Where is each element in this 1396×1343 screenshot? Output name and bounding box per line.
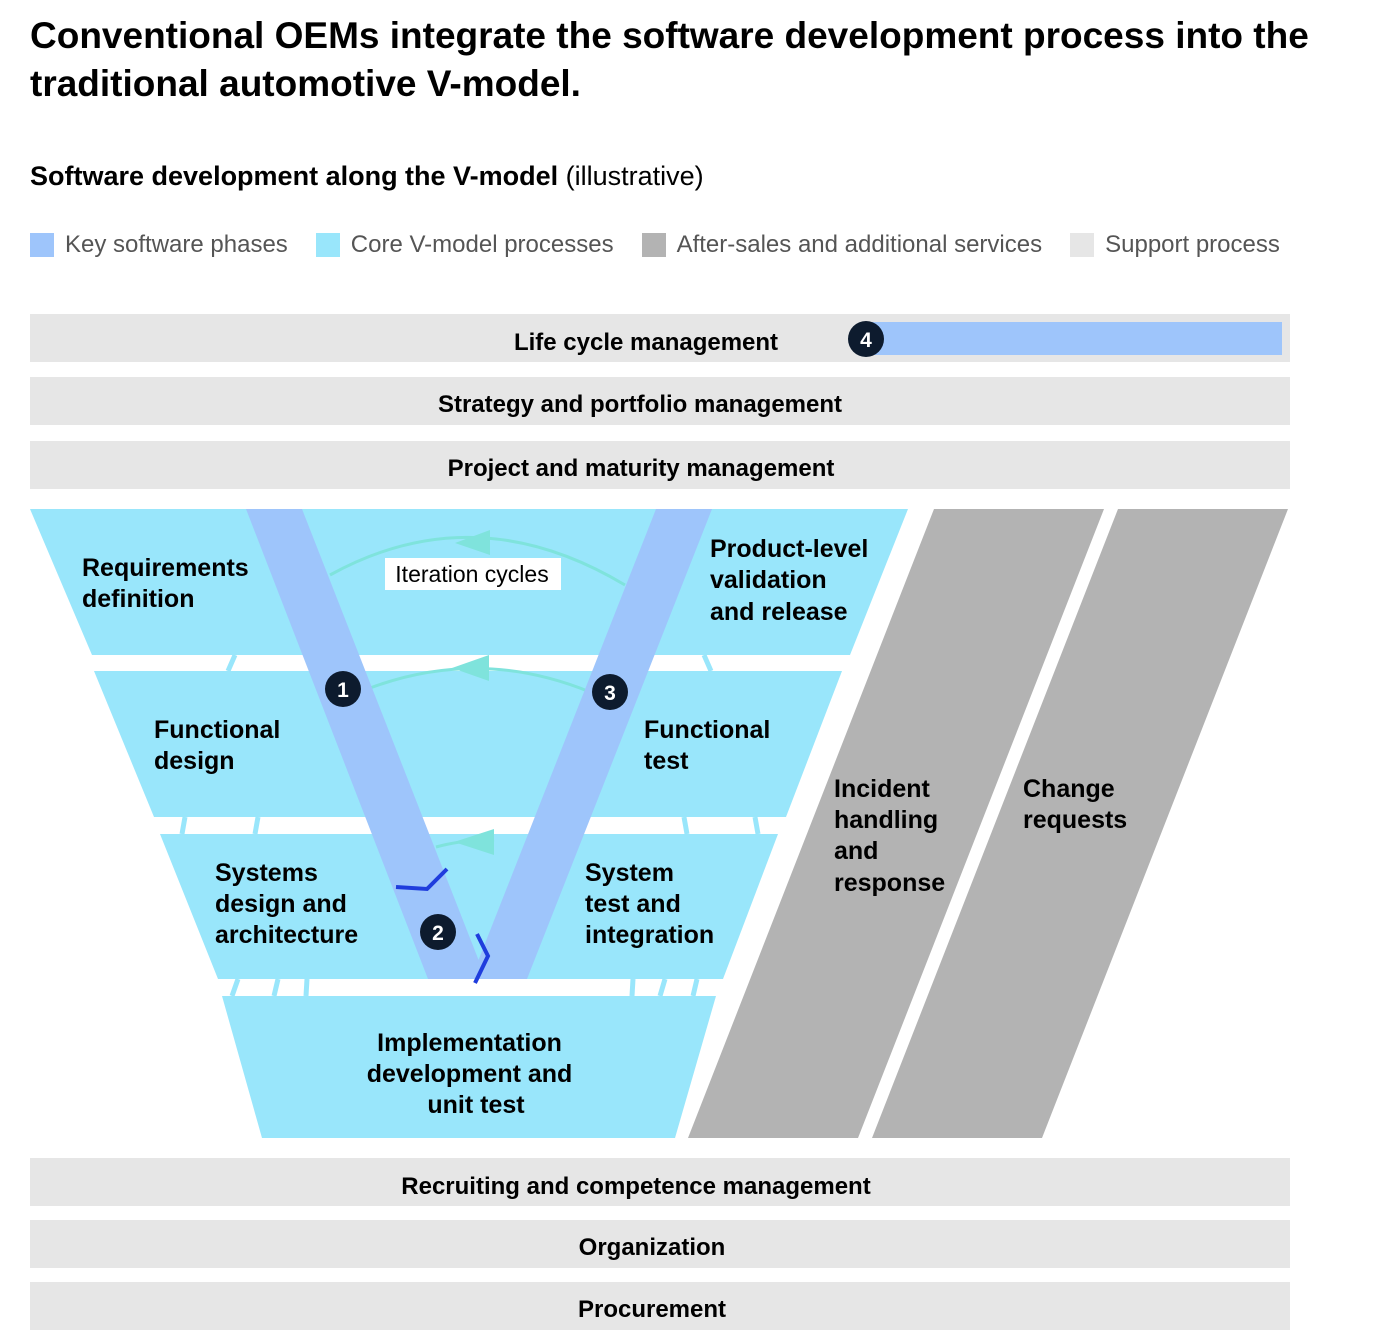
- service-change-shape: [872, 509, 1288, 1138]
- bar-strategy-label: Strategy and portfolio management: [438, 391, 842, 418]
- bar-project-label: Project and maturity management: [448, 455, 835, 482]
- bar-procurement-label: Procurement: [578, 1296, 726, 1323]
- bar-organization: [30, 1220, 1290, 1268]
- marker-3: 3: [592, 674, 628, 710]
- phase-implementation-shape: [222, 996, 716, 1138]
- bar-project: [30, 441, 1290, 489]
- phase-functional-shape: [94, 671, 842, 817]
- bar-strategy: [30, 377, 1290, 425]
- subtitle-bold: Software development along the V-model: [30, 161, 559, 191]
- legend-item-aftersales: After-sales and additional services: [641, 231, 1043, 259]
- bar-recruiting-label: Recruiting and competence management: [401, 1173, 870, 1200]
- legend-label-support: Support process: [1105, 231, 1280, 258]
- marker-2: 2: [420, 914, 456, 950]
- phase-functional-test-label: Functional test: [644, 716, 777, 775]
- legend-item-key-software: Key software phases: [30, 231, 288, 259]
- accent-marks: [395, 867, 491, 984]
- iteration-arrow-top: [455, 530, 490, 555]
- phase-implementation-label: Implementation development and unit test: [367, 1029, 580, 1119]
- svg-text:3: 3: [604, 682, 616, 705]
- service-incident-shape: [688, 509, 1104, 1138]
- bar-life-cycle-label: Life cycle management: [514, 329, 778, 356]
- phase-system-test-label: System test and integration: [585, 859, 714, 949]
- legend-item-core-vmodel: Core V-model processes: [315, 231, 614, 259]
- service-incident-label: Incident handling and response: [834, 775, 945, 897]
- iteration-arrow-middle: [452, 655, 489, 681]
- legend-swatch-core-vmodel: [315, 233, 340, 257]
- service-change-label: Change requests: [1023, 775, 1127, 834]
- svg-text:4: 4: [860, 329, 872, 352]
- legend-swatch-support: [1070, 233, 1095, 257]
- iteration-label: Iteration cycles: [395, 561, 548, 587]
- v-band-right: [471, 509, 712, 979]
- phase-requirements-label: Requirements definition: [82, 554, 256, 613]
- iteration-label-bg: [385, 558, 561, 590]
- bar-life-cycle-key-phase: [866, 322, 1282, 355]
- legend-item-support: Support process: [1070, 231, 1280, 259]
- tier-connectors: [179, 653, 761, 997]
- phase-product-validation-label: Product-level validation and release: [710, 535, 875, 626]
- legend-label-core-vmodel: Core V-model processes: [350, 231, 614, 258]
- legend-swatch-aftersales: [641, 233, 666, 257]
- svg-text:1: 1: [337, 679, 349, 702]
- marker-4: 4: [848, 321, 884, 357]
- phase-systems-shape: [160, 834, 778, 979]
- iteration-arrowheads: [452, 530, 494, 855]
- subtitle-rest: (illustrative): [558, 161, 704, 191]
- legend-label-key-software: Key software phases: [65, 231, 288, 258]
- page-title: Conventional OEMs integrate the software…: [30, 15, 1309, 104]
- svg-text:2: 2: [432, 922, 444, 945]
- phase-functional-design-label: Functional design: [154, 716, 287, 775]
- legend-label-aftersales: After-sales and additional services: [676, 231, 1043, 258]
- diagram-subtitle: Software development along the V-model (…: [30, 158, 704, 194]
- bar-recruiting: [30, 1158, 1290, 1206]
- phase-systems-design-label: Systems design and architecture: [215, 859, 358, 949]
- marker-1: 1: [325, 671, 361, 707]
- v-band-left: [246, 509, 486, 979]
- legend-swatch-key-software: [30, 233, 54, 257]
- bar-procurement: [30, 1282, 1290, 1330]
- bar-organization-label: Organization: [579, 1234, 726, 1261]
- legend: Key software phases Core V-model process…: [30, 228, 1308, 262]
- iteration-arrow-bottom: [454, 829, 494, 855]
